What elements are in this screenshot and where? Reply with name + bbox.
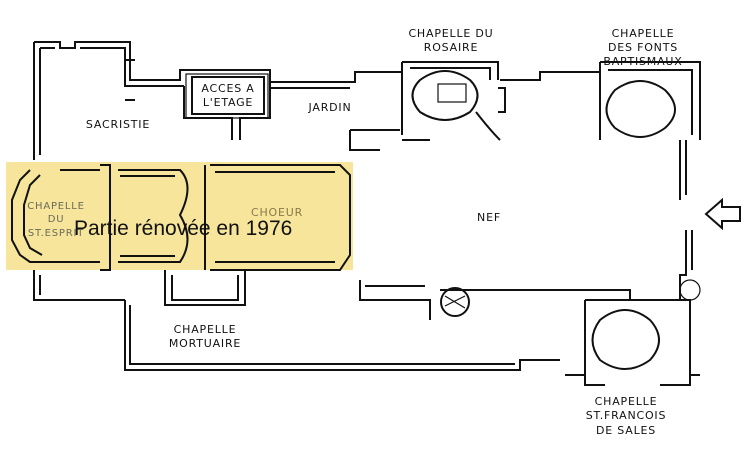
- label-chapelle-fonts-line2: DES FONTS: [608, 41, 678, 54]
- arrow-left-icon: [704, 197, 741, 231]
- plan-walls: [33, 41, 741, 386]
- label-chapelle-st-francois: CHAPELLE ST.FRANCOIS DE SALES: [586, 395, 667, 437]
- label-st-esprit-line3: ST.ESPRIT: [28, 228, 84, 239]
- label-chapelle-rosaire: CHAPELLE DU ROSAIRE: [408, 27, 493, 54]
- label-nef: NEF: [477, 211, 501, 224]
- label-acces-etage-line2: L'ETAGE: [203, 96, 253, 109]
- label-sacristie: SACRISTIE: [86, 118, 150, 131]
- renovated-area-caption: Partie rénovée en 1976: [74, 217, 292, 240]
- label-st-esprit-line2: DU: [48, 214, 65, 225]
- label-chapelle-st-esprit: CHAPELLE DU ST.ESPRIT: [27, 201, 85, 239]
- label-jardin: JARDIN: [308, 101, 352, 114]
- label-chapelle-mortuaire: CHAPELLE MORTUAIRE: [169, 323, 241, 350]
- label-chapelle-rosaire-line2: ROSAIRE: [424, 41, 478, 54]
- label-st-francois-line2: ST.FRANCOIS: [586, 409, 667, 422]
- label-chapelle-rosaire-line1: CHAPELLE DU: [408, 27, 493, 40]
- choeur-walls: [11, 164, 351, 271]
- label-acces-etage: ACCES A L'ETAGE: [201, 82, 254, 109]
- label-st-esprit-line1: CHAPELLE: [27, 201, 85, 212]
- label-mortuaire-line1: CHAPELLE: [174, 323, 237, 336]
- label-chapelle-fonts-line3: BAPTISMAUX: [603, 55, 682, 68]
- label-st-francois-line1: CHAPELLE: [595, 395, 658, 408]
- label-acces-etage-line1: ACCES A: [201, 82, 254, 95]
- label-chapelle-fonts-line1: CHAPELLE: [612, 27, 675, 40]
- label-chapelle-fonts: CHAPELLE DES FONTS BAPTISMAUX: [603, 27, 682, 68]
- label-mortuaire-line2: MORTUAIRE: [169, 337, 241, 350]
- label-st-francois-line3: DE SALES: [596, 424, 656, 437]
- label-choeur: CHOEUR: [251, 206, 303, 219]
